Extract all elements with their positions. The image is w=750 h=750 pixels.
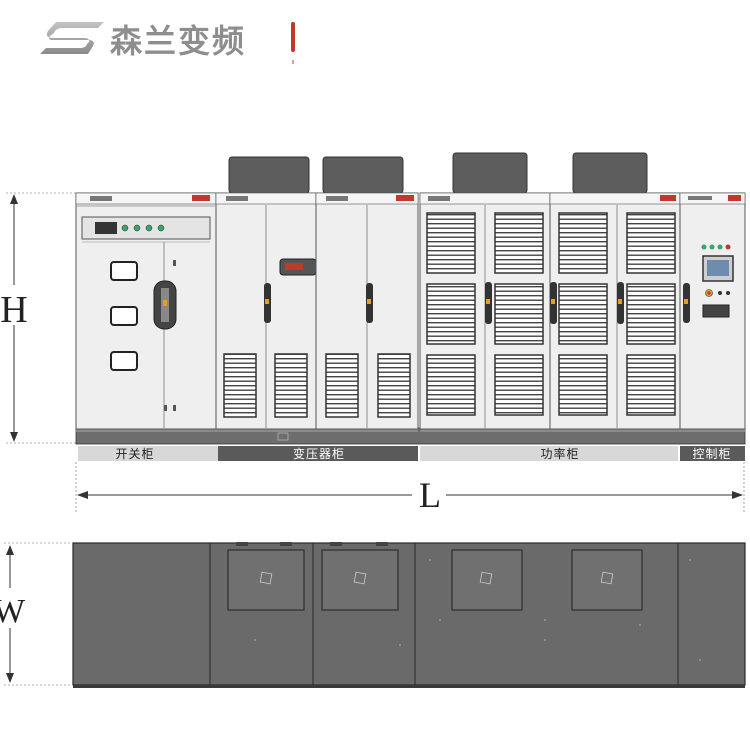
louver-vent: [558, 212, 608, 274]
section-label-power: 功率柜: [540, 446, 579, 461]
front-view: [75, 192, 746, 445]
top-view-outline: [72, 542, 746, 686]
louver-vent: [274, 353, 308, 418]
brand-accent-mark: [291, 22, 295, 52]
fan-opening: [227, 549, 305, 611]
switch-cabinet: [75, 192, 217, 430]
louver-vent: [558, 283, 608, 345]
indicator-light: [145, 224, 153, 232]
louver-vent: [494, 212, 544, 274]
indicator-light: [701, 244, 707, 250]
fan-opening: [571, 549, 643, 611]
viewing-window: [110, 306, 138, 326]
top-view: [72, 542, 746, 688]
width-dimension: W: [0, 542, 72, 686]
louver-vent: [494, 283, 544, 345]
louver-vent: [494, 354, 544, 416]
indicator-light: [121, 224, 129, 232]
indicator-light: [133, 224, 141, 232]
transformer-cabinet: [215, 192, 317, 430]
louver-vent: [426, 354, 476, 416]
indicator-light: [717, 244, 723, 250]
louver-vent: [223, 353, 257, 418]
louver-vent: [626, 212, 676, 274]
brand-header: 森兰变频: [40, 22, 295, 64]
louver-vent: [426, 283, 476, 345]
louver-vent: [377, 353, 411, 418]
width-label: W: [0, 593, 26, 630]
power-cabinet: [549, 192, 681, 430]
louver-vent: [325, 353, 359, 418]
fan-housing: [452, 152, 528, 194]
section-label-transformer: 变压器柜: [293, 446, 345, 461]
louver-vent: [426, 212, 476, 274]
louver-vent: [558, 354, 608, 416]
indicator-light: [157, 224, 165, 232]
power-cabinet: [419, 192, 551, 430]
viewing-window: [110, 261, 138, 281]
section-label-bar: 开关柜 变压器柜 功率柜 控制柜: [78, 446, 745, 461]
fan-housing: [322, 156, 404, 194]
indicator-light: [709, 244, 715, 250]
fan-opening: [451, 549, 523, 611]
louver-vent: [626, 354, 676, 416]
fan-housings: [228, 152, 648, 194]
height-label: H: [0, 289, 27, 331]
length-label: L: [419, 475, 441, 515]
length-dimension: L: [75, 462, 745, 515]
viewing-window: [110, 351, 138, 371]
s-swoosh-logo-icon: [40, 22, 104, 54]
louver-vent: [626, 283, 676, 345]
fan-housing: [572, 152, 648, 194]
section-label-control: 控制柜: [692, 447, 731, 461]
brand-name: 森兰变频: [110, 22, 246, 60]
fan-housing: [228, 156, 310, 194]
section-label-switch: 开关柜: [115, 447, 154, 461]
control-cabinet: [679, 192, 746, 430]
keypad: [702, 304, 730, 318]
transformer-cabinet: [315, 192, 419, 430]
height-dimension: H: [0, 192, 76, 444]
fan-opening: [321, 549, 399, 611]
indicator-light: [725, 244, 731, 250]
